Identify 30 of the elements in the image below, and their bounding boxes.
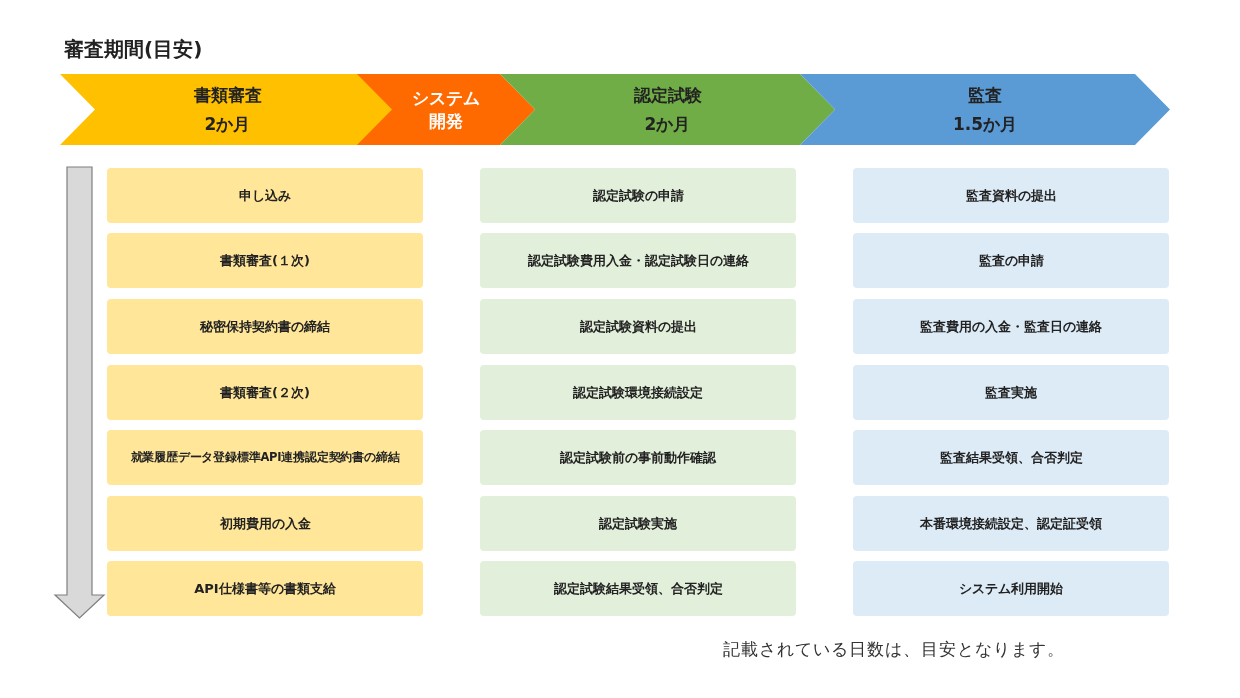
step-box: 就業履歴データ登録標準API連携認定契約書の締結: [107, 430, 423, 485]
step-box: 監査実施: [853, 365, 1169, 420]
phase-name: システム開発: [411, 87, 481, 132]
step-box: 監査費用の入金・監査日の連絡: [853, 299, 1169, 354]
step-box: 監査の申請: [853, 233, 1169, 288]
phase-duration: 2か月: [204, 112, 251, 135]
title: 審査期間(目安): [64, 36, 203, 63]
step-box: 認定試験結果受領、合否判定: [480, 561, 796, 616]
step-box: 認定試験の申請: [480, 168, 796, 223]
phase-duration: 2か月: [644, 112, 691, 135]
step-box: 監査結果受領、合否判定: [853, 430, 1169, 485]
step-box: 秘密保持契約書の締結: [107, 299, 423, 354]
phase-name: 認定試験: [633, 84, 702, 107]
step-box: API仕様書等の書類支給: [107, 561, 423, 616]
step-box: システム利用開始: [853, 561, 1169, 616]
phase-duration: 1.5か月: [952, 112, 1018, 135]
step-box: 認定試験資料の提出: [480, 299, 796, 354]
step-box: 初期費用の入金: [107, 496, 423, 551]
step-box: 監査資料の提出: [853, 168, 1169, 223]
step-box: 本番環境接続設定、認定証受領: [853, 496, 1169, 551]
step-box: 申し込み: [107, 168, 423, 223]
step-box: 認定試験実施: [480, 496, 796, 551]
step-box: 書類審査(１次): [107, 233, 423, 288]
step-box: 認定試験費用入金・認定試験日の連絡: [480, 233, 796, 288]
footnote: 記載されている日数は、目安となります。: [723, 638, 1065, 661]
phase-name: 監査: [968, 84, 1002, 107]
phase-name: 書類審査: [193, 84, 262, 107]
step-box: 認定試験前の事前動作確認: [480, 430, 796, 485]
step-box: 書類審査(２次): [107, 365, 423, 420]
step-box: 認定試験環境接続設定: [480, 365, 796, 420]
